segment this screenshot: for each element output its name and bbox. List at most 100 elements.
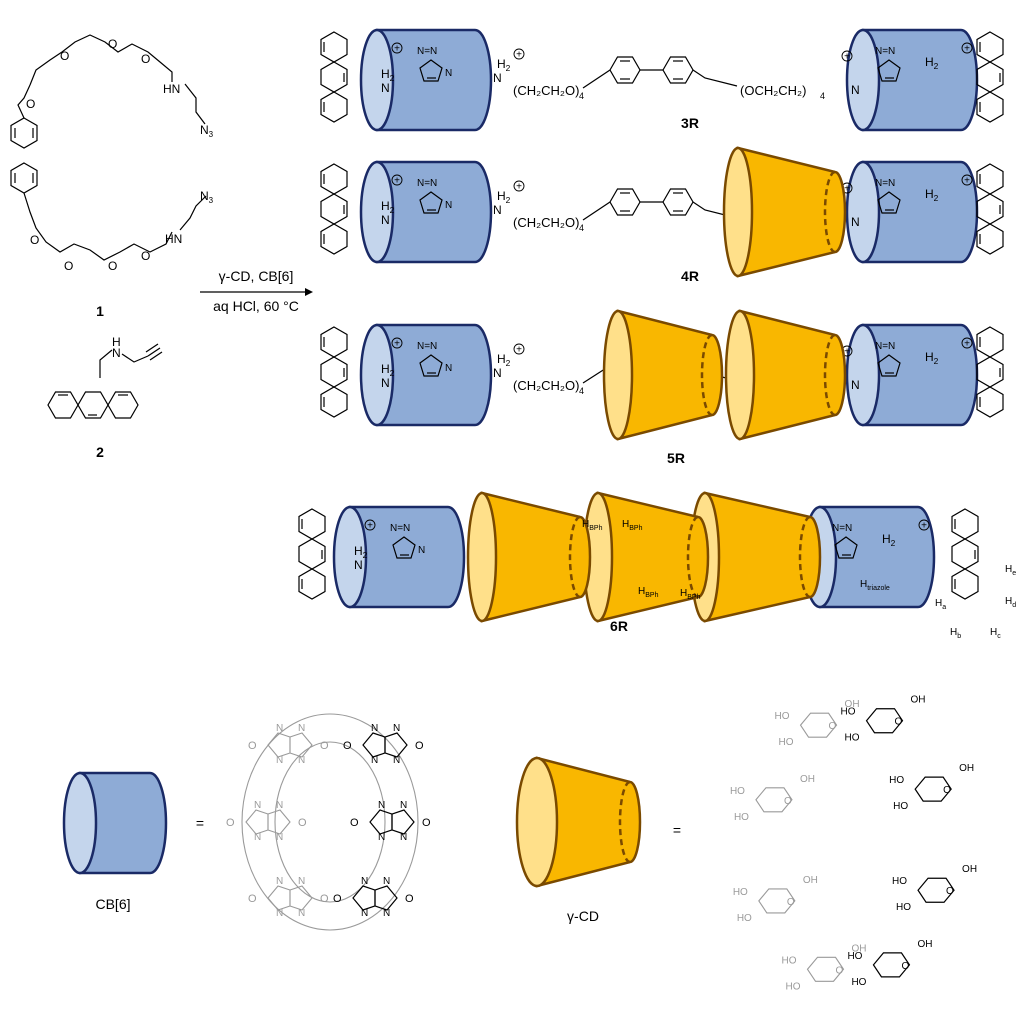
biphenyl-ring — [662, 56, 694, 84]
positive-charge-icon — [841, 50, 853, 62]
peg-chain: (OCH₂CH₂) — [740, 83, 806, 98]
nitrogen-atom: N — [361, 908, 368, 919]
axle-bond — [692, 69, 738, 87]
gamma-cd-body — [616, 309, 724, 441]
glycoluril-ring — [384, 732, 408, 758]
carbonyl-o: O — [248, 740, 257, 752]
glycoluril-ring — [374, 885, 398, 911]
glucose-unit — [755, 787, 793, 813]
nitrogen-atom: N — [383, 908, 390, 919]
amine-label: HN — [165, 232, 182, 246]
cb6-macrocycle — [359, 160, 493, 264]
gamma-cd-body — [736, 146, 847, 278]
peg-subscript: 4 — [579, 386, 584, 396]
hydroxyl-label: OH — [917, 939, 932, 950]
carbonyl-o: O — [405, 893, 414, 905]
reaction-arrow: γ-CD, CB[6] aq HCl, 60 °C — [200, 268, 313, 314]
glycoluril-ring — [267, 885, 291, 911]
oxygen-atom: O — [108, 259, 117, 273]
carbonyl-o: O — [343, 740, 352, 752]
cb6-macrocycle — [359, 323, 493, 427]
anthracene-stopper — [976, 326, 1004, 418]
hydroxyl-label: HO — [734, 812, 749, 823]
glycoluril-ring — [267, 809, 291, 835]
hydroxyl-label: HO — [847, 951, 862, 962]
nitrogen-atom: N — [298, 908, 305, 919]
reactant-1: O O O O HN N3 O O O O HN N3 1 — [10, 34, 214, 319]
triazole-nitrogens: N=N — [875, 341, 895, 352]
gamma-cd-body — [480, 491, 592, 623]
glycoluril-ring — [369, 809, 393, 835]
positive-charge: + — [964, 44, 970, 55]
positive-charge: + — [964, 176, 970, 187]
positive-charge-icon — [961, 174, 973, 186]
glycoluril-ring — [391, 809, 415, 835]
biphenyl-ring — [662, 188, 694, 216]
hydroxyl-label: OH — [803, 875, 818, 886]
hydroxyl-label: HO — [892, 876, 907, 887]
positive-charge: + — [367, 521, 373, 532]
rotaxane-4R: H2N+N=NNN=NH2+H2N+(CH₂CH₂O)4(OCH₂CH₂)4N+… — [320, 146, 1004, 284]
equals-sign: = — [673, 822, 681, 838]
reactant-2: N H 2 — [47, 335, 163, 460]
nitrogen-atom: N — [378, 800, 385, 811]
cb6-rim — [359, 28, 395, 132]
gamma-cd-macrocycle — [724, 309, 847, 441]
ammonium-label: H2 — [925, 350, 939, 366]
positive-charge-icon — [961, 337, 973, 349]
azide-label: N3 — [200, 123, 214, 139]
gamma-cd-narrow-rim — [700, 333, 713, 417]
gamma-cd-frustum-icon — [515, 756, 642, 888]
positive-charge-icon — [391, 337, 403, 349]
ammonium-label: H2 — [882, 532, 896, 548]
carbonyl-o: O — [248, 893, 257, 905]
cb6-rim — [845, 28, 881, 132]
gamma-cd-narrow-rim — [568, 515, 581, 599]
ring-oxygen: O — [943, 785, 951, 796]
hydroxyl-label: HO — [889, 775, 904, 786]
positive-charge-icon — [513, 343, 525, 355]
nitrogen-atom: N — [276, 800, 283, 811]
cb6-rim — [845, 160, 881, 264]
positive-charge-icon — [364, 519, 376, 531]
ammonium-n: N — [493, 366, 502, 380]
nitrogen-atom: N — [371, 755, 378, 766]
triazole-nitrogens: N=N — [832, 523, 852, 534]
nitrogen-atom: N — [378, 832, 385, 843]
proton-he: He — [1005, 564, 1016, 577]
nitrogen-atom: N — [276, 755, 283, 766]
anthracene-stopper — [951, 508, 979, 600]
glucose-unit — [799, 712, 838, 738]
nitrogen-atom: N — [393, 723, 400, 734]
triazole-nitrogens: N=N — [417, 46, 437, 57]
gamma-cd-body — [596, 491, 710, 623]
hydroxyl-label: HO — [775, 711, 790, 722]
compound-label-1: 1 — [96, 303, 104, 319]
ammonium-label: H2 — [497, 189, 511, 205]
cb6-macrocycle — [332, 505, 466, 609]
triazole-nitrogens: N=N — [875, 46, 895, 57]
carbonyl-o: O — [415, 740, 424, 752]
peg-subscript: 4 — [820, 91, 825, 101]
ammonium-n: N — [851, 378, 860, 392]
nitrogen-atom: N — [393, 755, 400, 766]
positive-charge-icon — [961, 42, 973, 54]
positive-charge: + — [516, 345, 522, 356]
ring-oxygen: O — [946, 886, 954, 897]
carbonyl-o: O — [350, 817, 359, 829]
glycoluril-ring — [289, 732, 313, 758]
ammonium-n: N — [493, 71, 502, 85]
carbonyl-o: O — [333, 893, 342, 905]
equals-sign: = — [196, 815, 204, 831]
ring-oxygen: O — [787, 897, 795, 908]
oxygen-atom: O — [64, 259, 73, 273]
positive-charge: + — [516, 182, 522, 193]
positive-charge: + — [844, 347, 850, 358]
oxygen-atom: O — [108, 37, 117, 51]
hydroxyl-label: OH — [800, 774, 815, 785]
amine-label: N — [112, 346, 121, 360]
peg-chain: (CH₂CH₂O) — [513, 215, 579, 230]
proton-hb: Hb — [950, 627, 961, 640]
carbonyl-o: O — [422, 817, 431, 829]
